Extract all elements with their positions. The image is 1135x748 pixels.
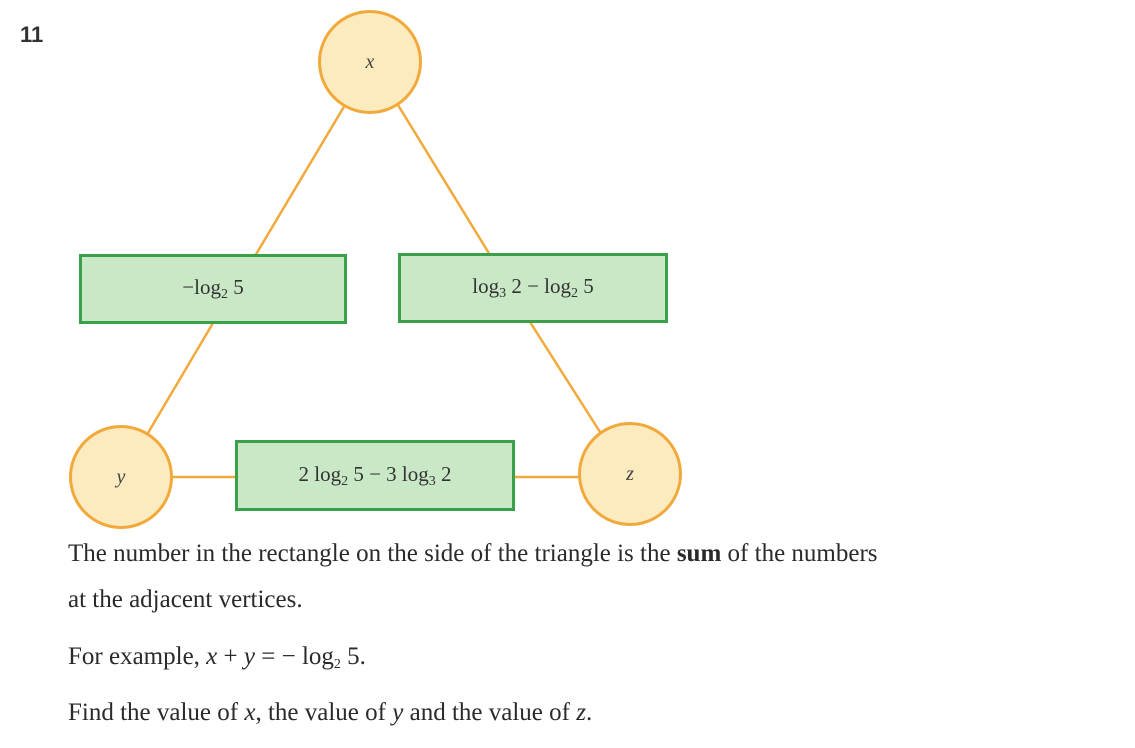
vertex-z: z (578, 422, 682, 526)
question-number: 11 (20, 22, 44, 47)
box-expression: 2 log2 5 − 3 log3 2 (298, 461, 452, 489)
vertex-label: x (365, 50, 375, 73)
vertex-x: x (318, 10, 422, 114)
vertex-y: y (69, 425, 173, 529)
box-bottom: 2 log2 5 − 3 log3 2 (235, 440, 515, 511)
edge-x-left (253, 104, 347, 257)
example-line: For example, x + y = − log2 5. (68, 643, 366, 672)
box-expression: log3 2 − log2 5 (472, 274, 594, 301)
edge-x-right (396, 104, 492, 256)
vertex-label: z (626, 462, 634, 485)
box-left: −log2 5 (79, 254, 347, 324)
vertex-label: y (116, 465, 126, 488)
edge-right-z (528, 321, 602, 433)
box-expression: −log2 5 (182, 275, 244, 302)
box-right: log3 2 − log2 5 (398, 253, 668, 323)
instruction-line-2: at the adjacent vertices. (68, 586, 303, 613)
edge-left-y (146, 322, 215, 434)
task-line: Find the value of x, the value of y and … (68, 699, 593, 726)
instruction-line-1: The number in the rectangle on the side … (68, 540, 878, 567)
